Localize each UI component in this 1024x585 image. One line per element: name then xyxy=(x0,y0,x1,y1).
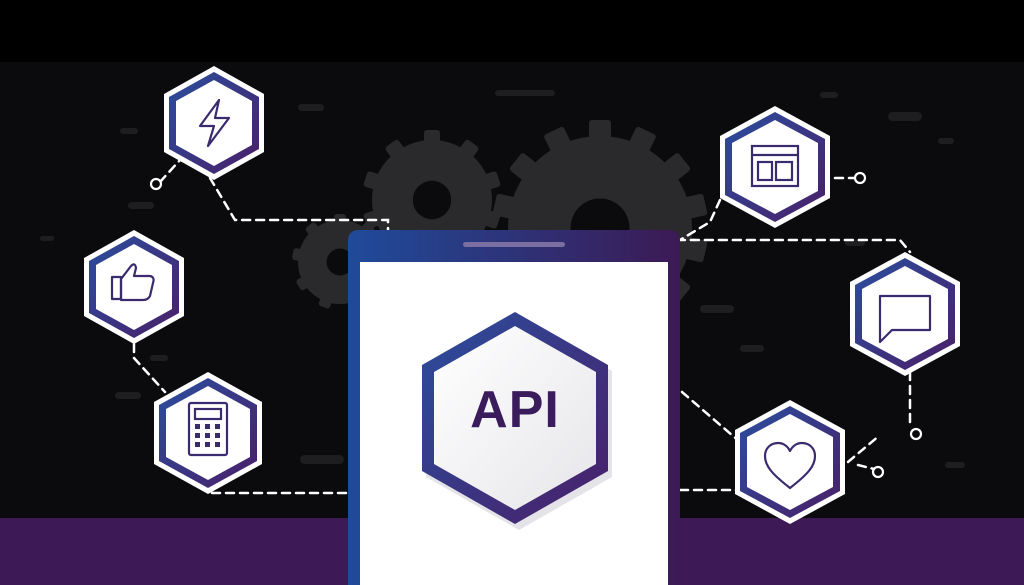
endpoint-node xyxy=(909,427,923,441)
gear-tooth xyxy=(458,139,479,160)
gear-tooth xyxy=(296,275,311,291)
endpoint-node xyxy=(853,171,867,185)
hex-badge-lightning xyxy=(164,66,264,180)
top-band xyxy=(0,0,1024,62)
gear-tooth xyxy=(481,171,501,191)
gear-tooth xyxy=(544,126,572,155)
hex-badge-heart xyxy=(735,400,845,524)
calculator-icon xyxy=(187,401,229,457)
gear-tooth xyxy=(305,222,321,238)
gear-tooth xyxy=(661,153,691,182)
api-label: API xyxy=(470,381,560,439)
gear-tooth xyxy=(318,294,333,309)
gear-tooth xyxy=(481,209,501,229)
gear-hole xyxy=(326,248,354,276)
gear-tooth xyxy=(628,126,656,155)
hex-badge-thumbs-up xyxy=(84,230,184,344)
chat-bubble-icon xyxy=(878,294,932,344)
calculator-keys xyxy=(195,424,220,447)
hex-badge-chat xyxy=(850,252,960,376)
gear-tooth xyxy=(385,139,406,160)
gear-hole xyxy=(412,180,452,220)
hex-badge-browser xyxy=(720,106,830,228)
gear-tooth xyxy=(492,193,519,219)
background-dashes xyxy=(40,90,965,468)
gear-tooth xyxy=(424,130,440,146)
hex-badge-calculator xyxy=(154,372,262,494)
api-hexagon xyxy=(422,312,612,530)
gear-tooth xyxy=(363,171,383,191)
gear-tooth xyxy=(292,248,306,262)
thumbs-up-icon xyxy=(110,263,155,302)
browser-window-icon xyxy=(750,144,800,188)
phone-speaker xyxy=(463,242,565,247)
heart-icon xyxy=(763,441,817,490)
gear-tooth xyxy=(589,120,611,142)
lightning-icon xyxy=(198,98,231,148)
gear-tooth xyxy=(509,153,539,182)
endpoint-node xyxy=(871,465,885,479)
gear-tooth xyxy=(681,193,708,219)
line-endpoints xyxy=(149,171,923,479)
gear-tooth xyxy=(681,237,708,263)
endpoint-node xyxy=(149,177,163,191)
